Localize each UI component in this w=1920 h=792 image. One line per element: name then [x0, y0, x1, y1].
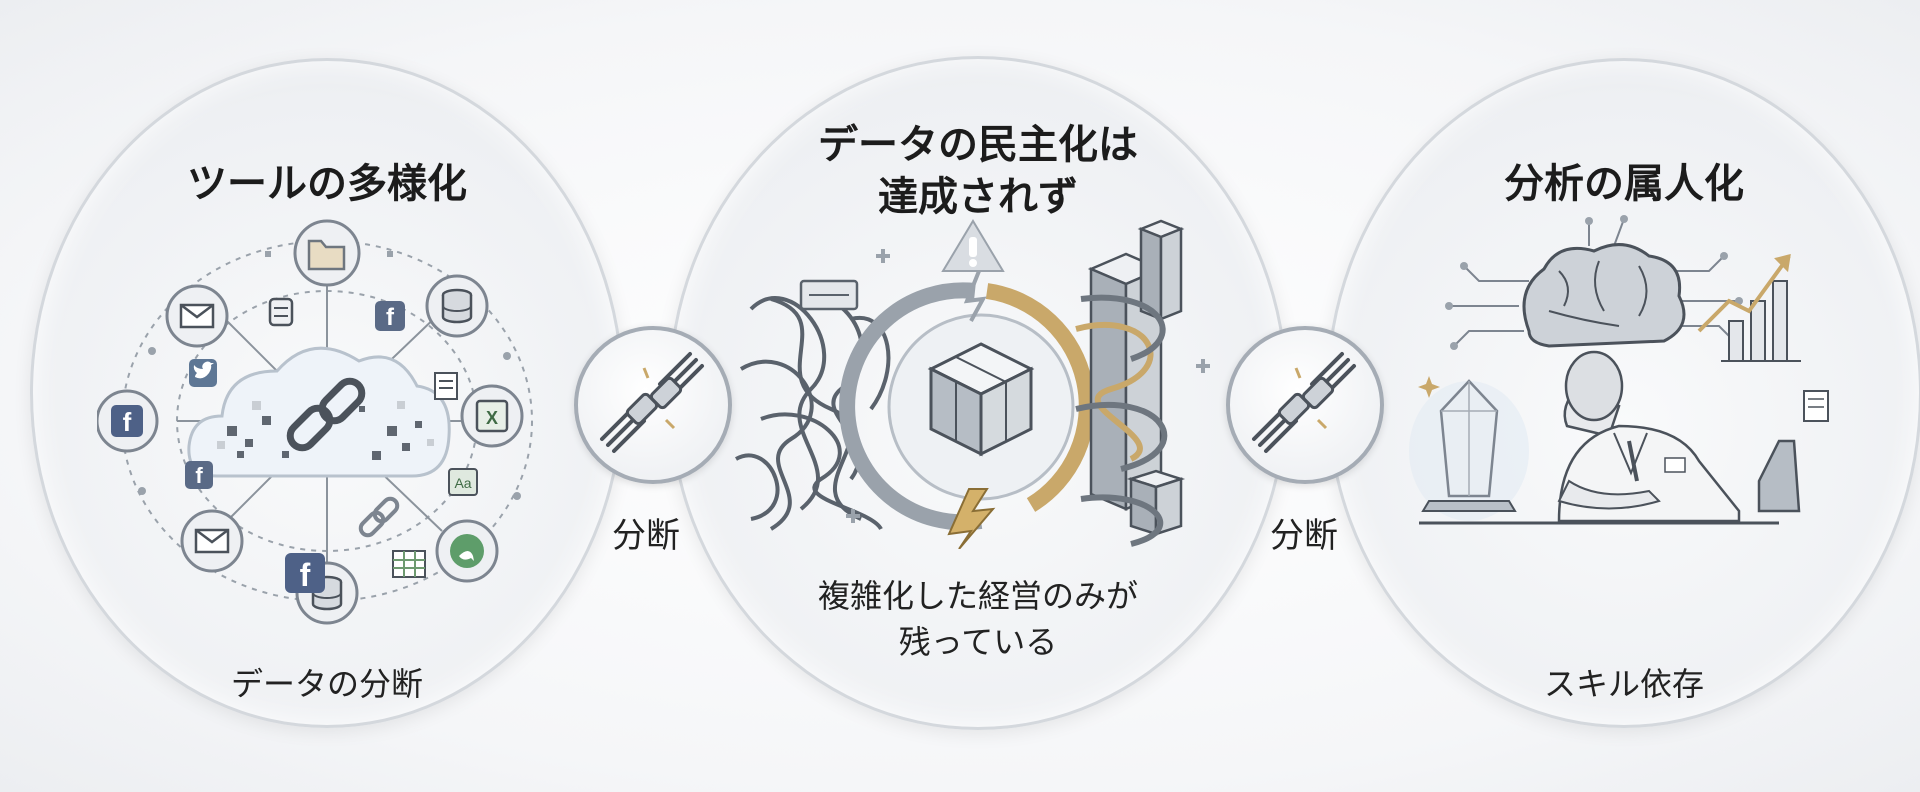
database-icon [427, 276, 487, 336]
facebook-icon: f [375, 301, 405, 331]
facebook-icon: f [185, 461, 213, 489]
panel-caption: スキル依存 [1329, 659, 1919, 705]
crystal-icon [1409, 381, 1529, 521]
excel-icon: X [462, 386, 522, 446]
broken-cable-icon [578, 330, 728, 480]
panel-title: ツールの多様化 [33, 151, 621, 209]
mail-icon [182, 511, 242, 571]
svg-text:X: X [486, 408, 498, 428]
twitter-icon [189, 359, 217, 387]
panel-title: 分析の属人化 [1329, 151, 1919, 209]
panel-caption-line-1: 複雑化した経営のみが [671, 573, 1285, 619]
panel-analysis-dependency: 分析の属人化 [1326, 58, 1920, 728]
document-icon [435, 373, 457, 399]
panel-title-line-1: データの民主化は [671, 119, 1285, 171]
broken-link-badge [1226, 326, 1384, 484]
panel-title: データの民主化は 達成されず [671, 119, 1285, 223]
connector-label: 分断 [612, 508, 680, 557]
scientist-icon [1559, 352, 1799, 521]
svg-text:f: f [123, 407, 132, 437]
warning-icon [943, 221, 1003, 271]
chain-link-icon [358, 496, 400, 538]
brain-circuit-icon [1524, 245, 1684, 346]
panel-caption: 複雑化した経営のみが 残っている [671, 573, 1285, 665]
database-icon [270, 299, 292, 325]
broken-cable-icon [1230, 330, 1380, 480]
svg-text:f: f [386, 304, 395, 331]
text-format-icon: Aa [449, 469, 477, 495]
connector-box-icon [801, 281, 857, 309]
connector-label: 分断 [1270, 508, 1338, 557]
facebook-icon: f [97, 391, 157, 451]
cube-icon [931, 344, 1031, 454]
broken-link-badge [574, 326, 732, 484]
facebook-icon: f [285, 553, 325, 593]
spreadsheet-icon [393, 551, 425, 577]
svg-text:f: f [195, 463, 203, 488]
panel-democratization: データの民主化は 達成されず [668, 56, 1288, 730]
complexity-illustration [731, 209, 1231, 549]
panel-tool-diversification: ツールの多様化 [30, 58, 624, 728]
svg-text:f: f [300, 557, 311, 593]
analyst-illustration [1409, 211, 1849, 541]
document-icon [1804, 391, 1828, 421]
tool-network-illustration: f f f f X [97, 211, 557, 631]
folder-icon [295, 221, 359, 285]
panel-caption: データの分断 [33, 659, 621, 705]
tangled-cables-icon [736, 289, 888, 529]
svg-text:Aa: Aa [454, 475, 471, 491]
whatsapp-icon [437, 521, 497, 581]
mail-icon [167, 286, 227, 346]
panel-caption-line-2: 残っている [671, 619, 1285, 665]
